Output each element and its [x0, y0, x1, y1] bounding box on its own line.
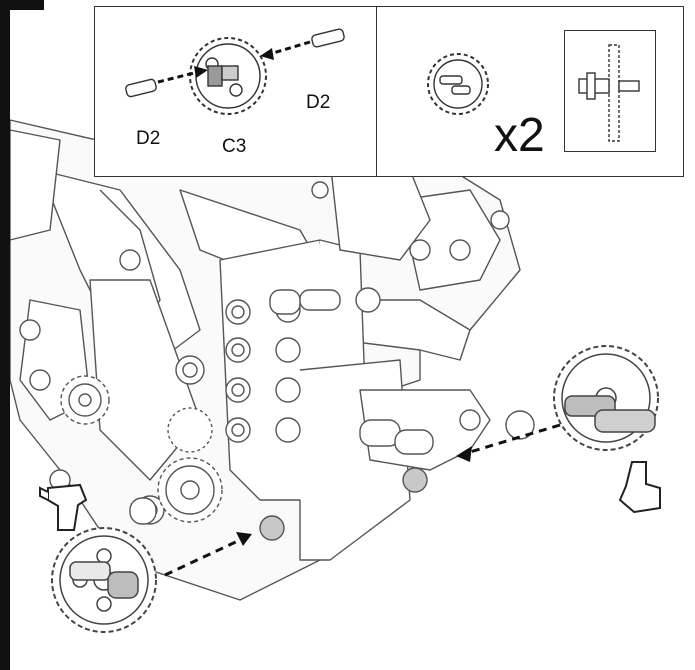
part-label-d2-left: D2 — [136, 128, 160, 150]
side-view-gear — [565, 31, 657, 153]
part-label-c3: C3 — [222, 136, 246, 158]
quantity-label: x2 — [494, 112, 545, 160]
side-view-box — [564, 30, 656, 152]
gear-icon — [190, 38, 266, 114]
part-label-d2-right: D2 — [306, 92, 330, 114]
